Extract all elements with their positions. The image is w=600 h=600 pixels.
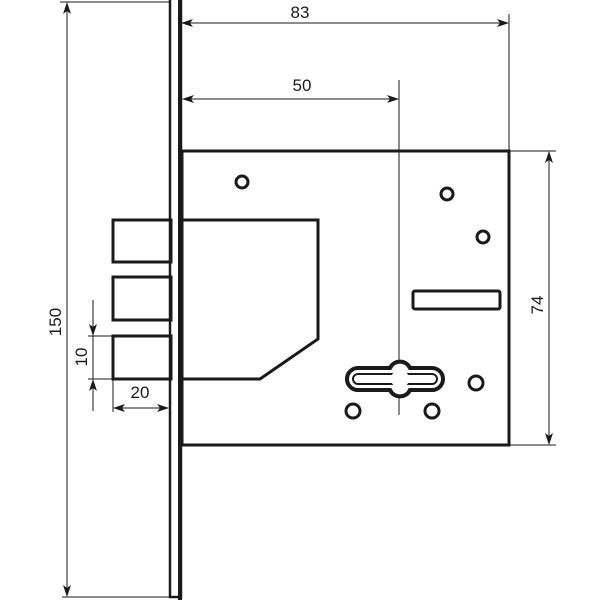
- dimension-backset: 50: [182, 76, 399, 103]
- bolt-1: [111, 218, 173, 264]
- hole: [467, 374, 485, 392]
- bolt-2: [111, 275, 173, 322]
- dimension-bolt-height: 10: [72, 300, 112, 411]
- hole: [344, 402, 362, 420]
- dimension-label-83: 83: [291, 3, 310, 22]
- hole: [423, 402, 441, 420]
- lock-case: [180, 149, 511, 447]
- dimension-label-50: 50: [293, 76, 312, 95]
- bolt-3: [111, 334, 173, 381]
- dimension-label-20: 20: [131, 383, 150, 402]
- dimension-case-height: 74: [510, 150, 556, 446]
- latch-slot: [411, 289, 502, 311]
- bolt-mechanism-outline: [182, 218, 320, 381]
- mounting-holes: [234, 174, 491, 420]
- bolts: [111, 218, 173, 381]
- dimension-label-150: 150: [46, 308, 65, 336]
- dimension-bolt-throw: 20: [112, 380, 169, 412]
- keyhole: [345, 359, 445, 399]
- hole: [234, 174, 250, 190]
- hole: [439, 186, 455, 202]
- hole: [475, 229, 491, 245]
- dimension-label-10: 10: [72, 348, 91, 367]
- dimension-case-depth: 83: [181, 3, 510, 150]
- dimension-faceplate-height: 150: [46, 1, 170, 598]
- dimension-label-74: 74: [528, 296, 547, 315]
